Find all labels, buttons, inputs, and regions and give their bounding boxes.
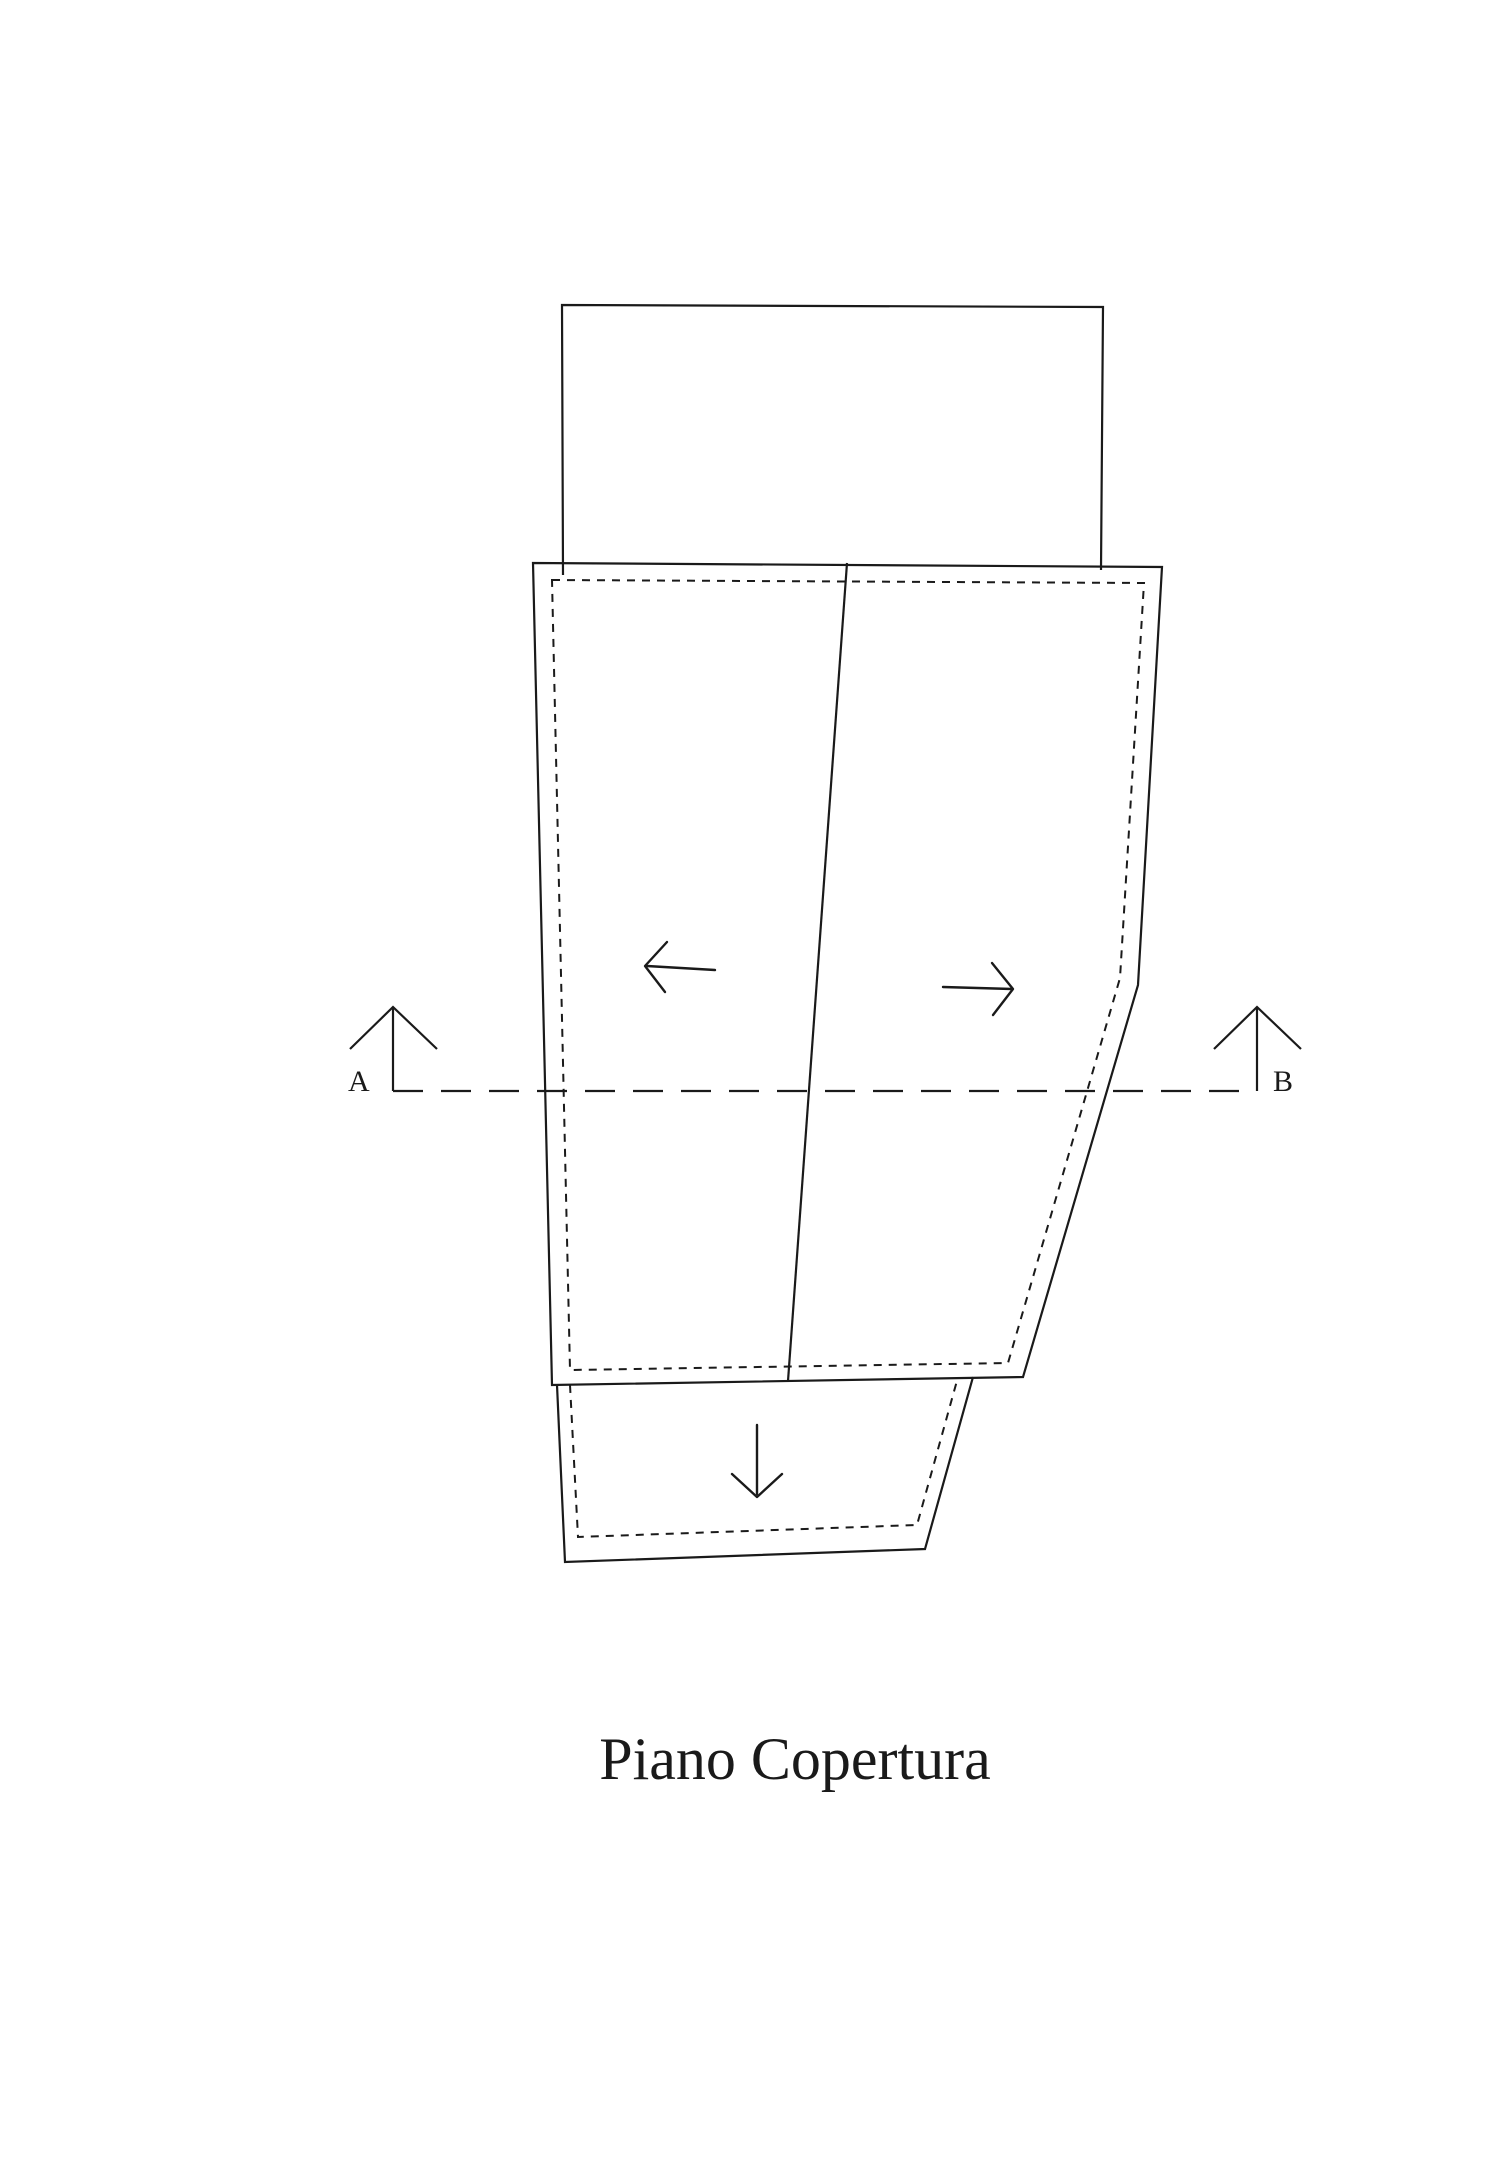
- section-marker-a-label: A: [348, 1065, 370, 1098]
- ridge-line: [786, 562, 849, 1382]
- section-marker-a: A: [348, 1005, 438, 1098]
- main-roof-outline: [531, 561, 1164, 1387]
- lower-roof-outline: [555, 1376, 975, 1564]
- slope-arrow-down-icon: [730, 1423, 784, 1499]
- section-marker-b-arrowhead-icon: [1213, 1005, 1302, 1050]
- main-roof-gutter-line: [550, 578, 1146, 1372]
- upper-volume-outline: [560, 303, 1105, 576]
- section-marker-a-arrowhead-icon: [349, 1005, 438, 1050]
- plan-title: Piano Copertura: [599, 1726, 991, 1792]
- slope-arrow-right-icon: [941, 961, 1015, 1017]
- lower-roof-gutter-line: [569, 1376, 959, 1539]
- slope-arrow-left-icon: [643, 940, 717, 994]
- section-marker-b: B: [1213, 1005, 1302, 1098]
- section-marker-b-label: B: [1273, 1065, 1293, 1098]
